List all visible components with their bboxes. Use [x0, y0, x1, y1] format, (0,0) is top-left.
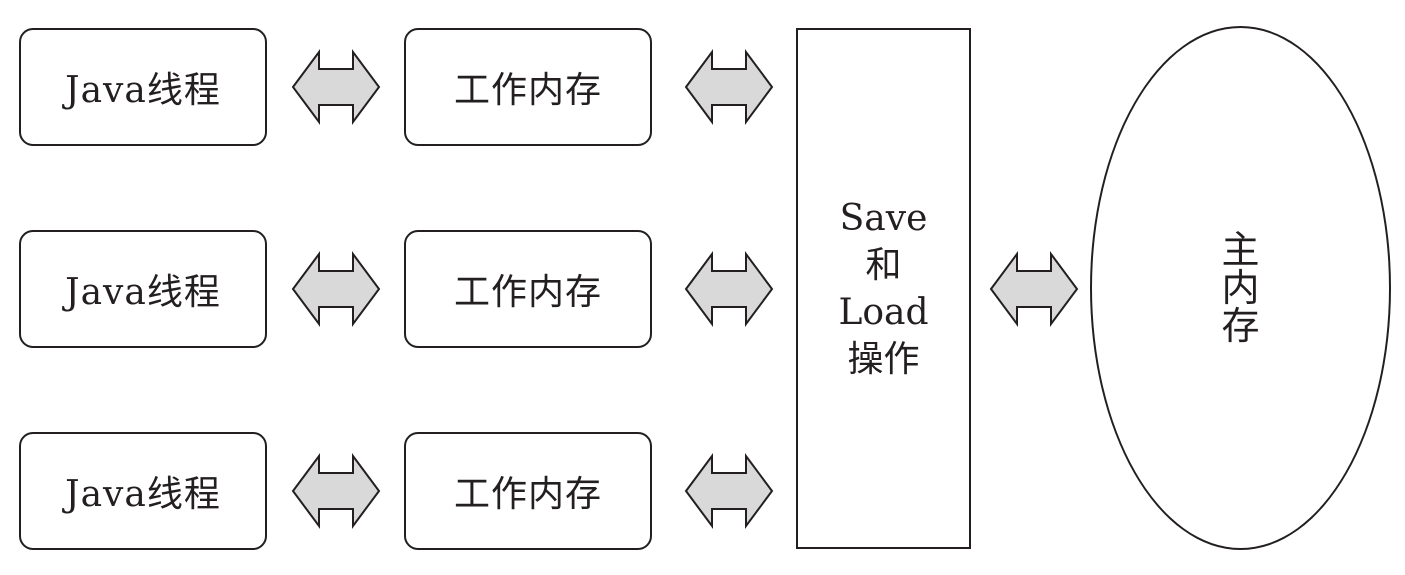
operations-line-1: Save [839, 197, 928, 239]
operations-line-4: 操作 [847, 338, 920, 380]
working-memory-label-2: 工作内存 [453, 272, 602, 313]
java-thread-label-3: Java线程 [65, 474, 221, 515]
double-arrow-icon [291, 48, 381, 126]
java-thread-label-1: Java线程 [65, 70, 221, 111]
operations-line-2: 和 [865, 244, 902, 286]
java-thread-box-2: Java线程 [19, 230, 267, 348]
double-arrow-icon [989, 250, 1079, 328]
java-thread-label-2: Java线程 [65, 272, 221, 313]
operations-line-3: Load [838, 291, 929, 333]
double-arrow-icon [684, 452, 774, 530]
double-arrow-icon [291, 452, 381, 530]
working-memory-box-2: 工作内存 [404, 230, 652, 348]
working-memory-box-3: 工作内存 [404, 432, 652, 550]
main-memory-label: 主内存 [1221, 228, 1260, 348]
double-arrow-icon [684, 48, 774, 126]
main-memory-ellipse: 主内存 [1090, 26, 1391, 550]
double-arrow-icon [291, 250, 381, 328]
working-memory-label-1: 工作内存 [453, 70, 602, 111]
working-memory-label-3: 工作内存 [453, 474, 602, 515]
working-memory-box-1: 工作内存 [404, 28, 652, 146]
java-thread-box-3: Java线程 [19, 432, 267, 550]
save-load-operations-box: Save 和 Load 操作 [796, 28, 971, 549]
double-arrow-icon [684, 250, 774, 328]
java-thread-box-1: Java线程 [19, 28, 267, 146]
